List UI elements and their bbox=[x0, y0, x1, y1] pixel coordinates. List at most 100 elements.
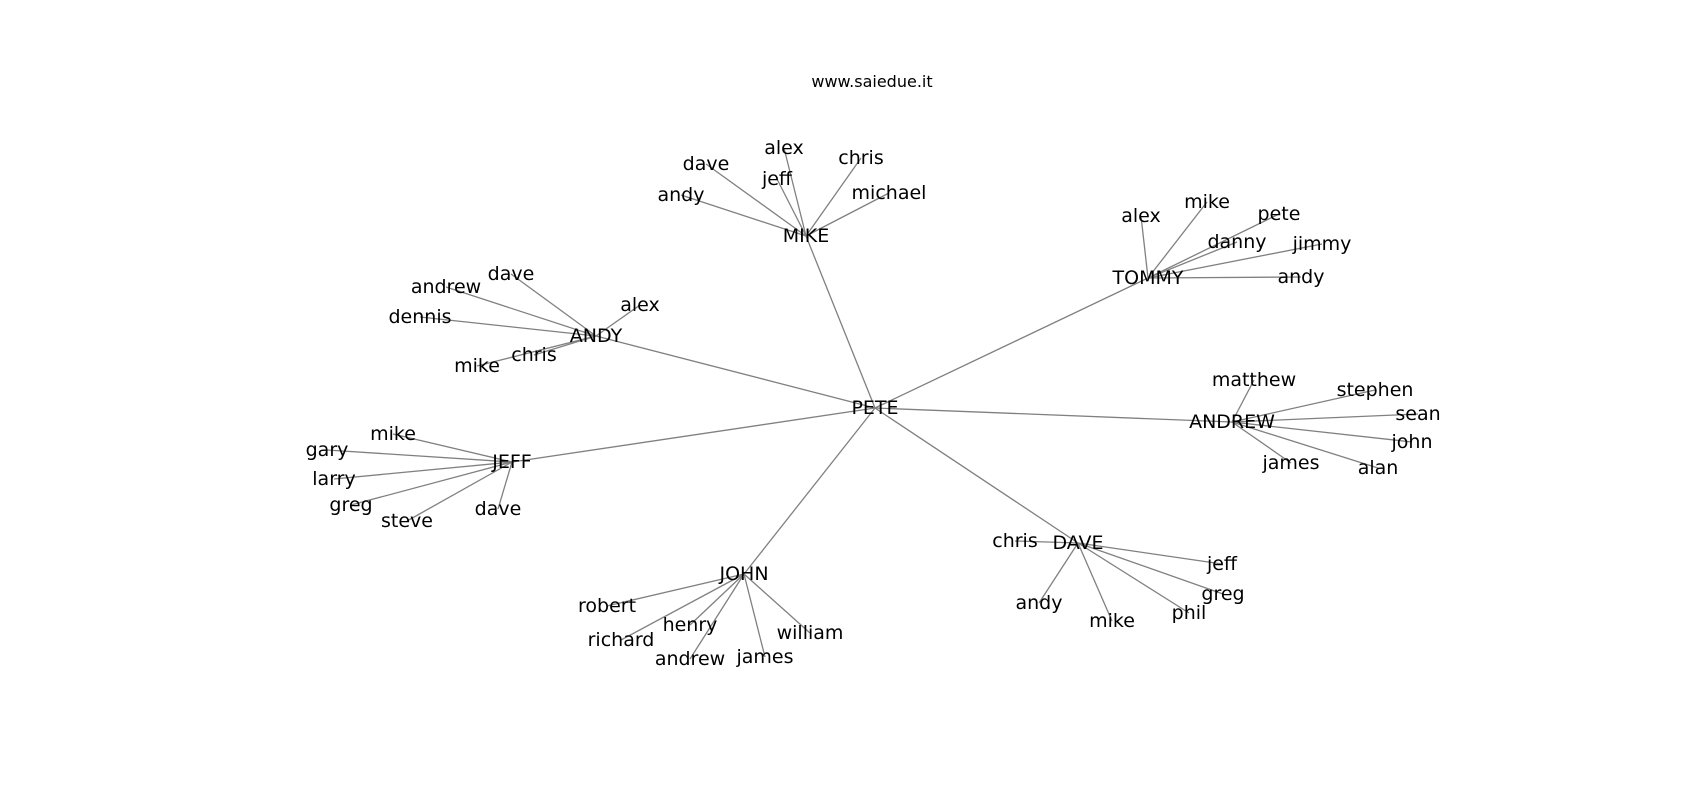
edge-john-andrew bbox=[689, 573, 745, 660]
node-hub-jeff: JEFF bbox=[491, 451, 531, 473]
node-leaf-mike-alex: alex bbox=[764, 137, 804, 159]
node-leaf-dave-jeff: jeff bbox=[1206, 553, 1238, 575]
edge-jeff-larry bbox=[333, 461, 513, 480]
edge-jeff-dave bbox=[497, 461, 513, 510]
edge-jeff-greg bbox=[350, 461, 513, 506]
labels-layer: PETE MIKE alex jeff dave andy chris michaelTOMM… bbox=[306, 137, 1441, 670]
edges-layer bbox=[326, 147, 1419, 660]
node-leaf-mike-chris: chris bbox=[838, 147, 883, 169]
node-leaf-mike-dave: dave bbox=[683, 153, 730, 175]
node-hub-mike: MIKE bbox=[783, 225, 829, 247]
edge-jeff-mike bbox=[392, 433, 513, 463]
edge-john-henry bbox=[689, 573, 745, 626]
node-hub-tommy: TOMMY bbox=[1112, 267, 1184, 289]
edge-dave-mike bbox=[1077, 542, 1113, 622]
node-leaf-john-richard: richard bbox=[588, 629, 655, 651]
edge-dave-chris bbox=[1014, 540, 1079, 544]
edge-dave-phil bbox=[1077, 542, 1190, 614]
node-leaf-jeff-steve: steve bbox=[381, 510, 433, 532]
edge-dave-andy bbox=[1038, 542, 1079, 604]
edge-dave-greg bbox=[1077, 542, 1224, 595]
node-leaf-tommy-pete: pete bbox=[1258, 203, 1301, 225]
node-leaf-andrew-sean: sean bbox=[1395, 403, 1440, 425]
node-leaf-andy-dave: dave bbox=[488, 263, 535, 285]
edge-root-john bbox=[743, 407, 876, 575]
edge-andrew-stephen bbox=[1231, 389, 1376, 423]
node-leaf-mike-michael: michael bbox=[852, 182, 927, 204]
node-hub-andy: ANDY bbox=[570, 325, 623, 347]
node-leaf-andrew-matthew: matthew bbox=[1212, 369, 1296, 391]
node-leaf-mike-jeff: jeff bbox=[761, 168, 793, 190]
node-leaf-dave-greg: greg bbox=[1201, 583, 1244, 605]
node-hub-dave: DAVE bbox=[1052, 532, 1103, 554]
edge-jeff-gary bbox=[326, 449, 513, 463]
edge-tommy-pete bbox=[1147, 213, 1280, 279]
node-hub-andrew: ANDREW bbox=[1189, 411, 1275, 433]
edge-mike-alex bbox=[783, 147, 807, 237]
node-leaf-andy-mike: mike bbox=[454, 355, 500, 377]
node-leaf-andrew-stephen: stephen bbox=[1337, 379, 1414, 401]
edge-root-tommy bbox=[874, 277, 1149, 409]
node-leaf-john-andrew: andrew bbox=[655, 648, 725, 670]
edge-mike-dave bbox=[705, 163, 807, 237]
node-leaf-jeff-dave: dave bbox=[475, 498, 522, 520]
source-caption: www.saiedue.it bbox=[811, 72, 932, 91]
node-leaf-john-henry: henry bbox=[663, 614, 718, 636]
node-leaf-jeff-greg: greg bbox=[329, 494, 372, 516]
edge-andy-dennis bbox=[419, 316, 597, 337]
edge-tommy-alex bbox=[1140, 215, 1149, 279]
edge-root-mike bbox=[805, 235, 876, 409]
edge-root-jeff bbox=[511, 407, 876, 463]
node-leaf-andy-dennis: dennis bbox=[388, 306, 451, 328]
edge-tommy-andy bbox=[1147, 276, 1302, 279]
edge-tommy-mike bbox=[1147, 201, 1208, 279]
edge-andrew-sean bbox=[1231, 413, 1419, 423]
node-root-pete: PETE bbox=[851, 397, 898, 419]
node-leaf-tommy-andy: andy bbox=[1278, 266, 1325, 288]
edge-john-william bbox=[743, 573, 811, 634]
node-leaf-tommy-mike: mike bbox=[1184, 191, 1230, 213]
edge-mike-jeff bbox=[776, 178, 807, 237]
edge-mike-andy bbox=[680, 194, 807, 237]
node-leaf-dave-mike: mike bbox=[1089, 610, 1135, 632]
node-leaf-dave-andy: andy bbox=[1016, 592, 1063, 614]
edge-andrew-john bbox=[1231, 421, 1413, 443]
node-leaf-tommy-alex: alex bbox=[1121, 205, 1161, 227]
node-leaf-mike-andy: andy bbox=[658, 184, 705, 206]
edge-john-james bbox=[743, 573, 766, 658]
edge-root-dave bbox=[874, 407, 1079, 544]
node-leaf-andrew-james: james bbox=[1261, 452, 1319, 474]
node-leaf-tommy-danny: danny bbox=[1207, 231, 1266, 253]
node-leaf-dave-phil: phil bbox=[1172, 602, 1207, 624]
node-leaf-andy-andrew: andrew bbox=[411, 276, 481, 298]
node-leaf-dave-chris: chris bbox=[992, 530, 1037, 552]
node-leaf-tommy-jimmy: jimmy bbox=[1292, 233, 1352, 255]
edge-tommy-jimmy bbox=[1147, 243, 1323, 279]
edge-tommy-danny bbox=[1147, 241, 1238, 279]
edge-jeff-steve bbox=[406, 461, 513, 522]
edge-andy-dave bbox=[510, 273, 597, 337]
edge-andy-andrew bbox=[445, 286, 597, 337]
edge-john-robert bbox=[606, 573, 745, 607]
node-leaf-andy-alex: alex bbox=[620, 294, 660, 316]
edge-dave-jeff bbox=[1077, 542, 1223, 565]
node-leaf-john-robert: robert bbox=[578, 595, 636, 617]
edge-mike-michael bbox=[805, 192, 890, 237]
edge-john-richard bbox=[620, 573, 745, 641]
edge-andy-mike bbox=[476, 335, 597, 367]
edge-andrew-james bbox=[1231, 421, 1292, 464]
node-leaf-jeff-gary: gary bbox=[306, 439, 349, 461]
node-leaf-andrew-john: john bbox=[1391, 431, 1433, 453]
node-leaf-jeff-mike: mike bbox=[370, 423, 416, 445]
node-leaf-andy-chris: chris bbox=[511, 344, 556, 366]
node-leaf-andrew-alan: alan bbox=[1358, 457, 1399, 479]
node-leaf-john-james: james bbox=[735, 646, 793, 668]
edge-root-andy bbox=[595, 335, 876, 409]
node-leaf-john-william: william bbox=[777, 622, 844, 644]
edge-andrew-matthew bbox=[1231, 379, 1255, 423]
edge-root-andrew bbox=[874, 407, 1233, 423]
node-leaf-jeff-larry: larry bbox=[312, 468, 355, 490]
edge-mike-chris bbox=[805, 157, 862, 237]
edge-andy-alex bbox=[595, 304, 641, 337]
